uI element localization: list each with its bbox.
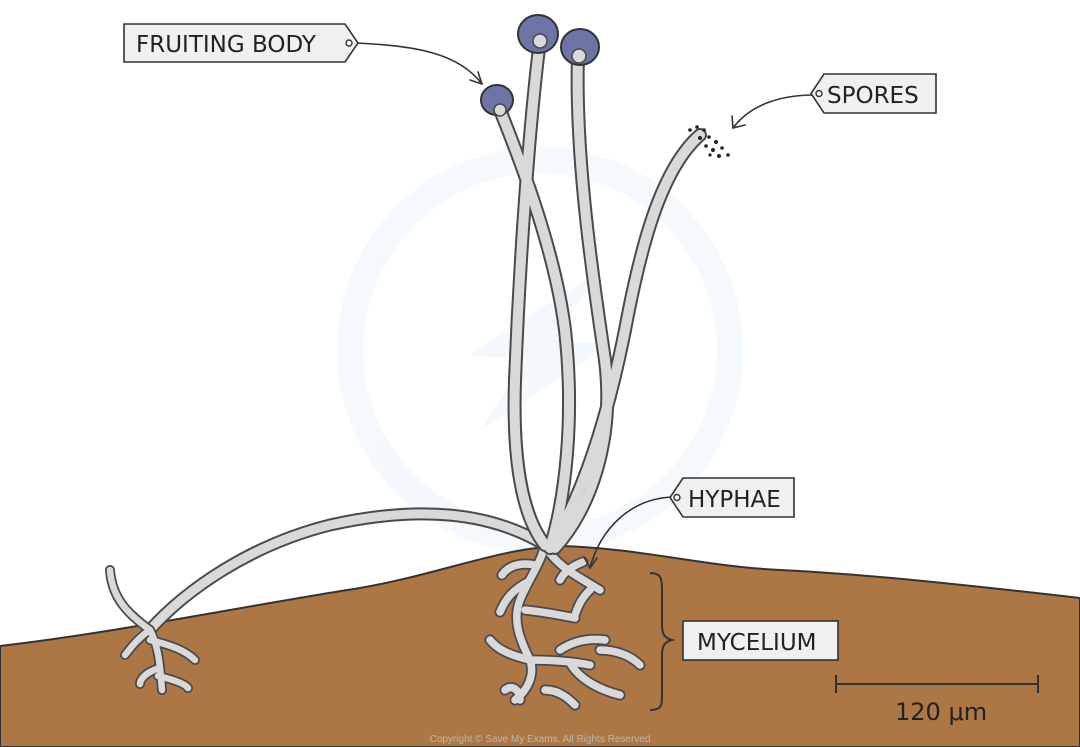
fruiting-body-arrow — [351, 42, 483, 85]
mycelium-network — [484, 539, 646, 711]
hyphae-text: HYPHAE — [688, 487, 781, 513]
spores-arrow — [732, 94, 815, 129]
sporangium-3 — [480, 84, 514, 117]
sporangiophores — [493, 33, 707, 555]
hyphae-arrow — [589, 496, 677, 569]
mycelium-text: MYCELIUM — [697, 630, 817, 656]
fruiting-body-text: FRUITING BODY — [136, 32, 317, 58]
copyright-text: Copyright © Save My Exams. All Rights Re… — [430, 734, 651, 745]
stolon-hypha — [141, 507, 552, 639]
spores-label: SPORES — [810, 73, 937, 114]
sporangium-1 — [517, 14, 559, 54]
spores-text: SPORES — [827, 83, 919, 109]
mycelium-bracket — [649, 572, 676, 711]
fruiting-body-label: FRUITING BODY — [123, 23, 359, 63]
spores — [688, 125, 730, 158]
scale-bar: 120 μm — [835, 675, 1039, 726]
hyphae-label: HYPHAE — [669, 477, 795, 518]
scale-bar-label: 120 μm — [895, 698, 987, 726]
sporangia — [480, 14, 600, 117]
mycelium-label: MYCELIUM — [682, 620, 839, 661]
label-arrows — [351, 42, 815, 569]
sporangium-2 — [560, 28, 600, 66]
left-rhizoid — [105, 565, 200, 695]
